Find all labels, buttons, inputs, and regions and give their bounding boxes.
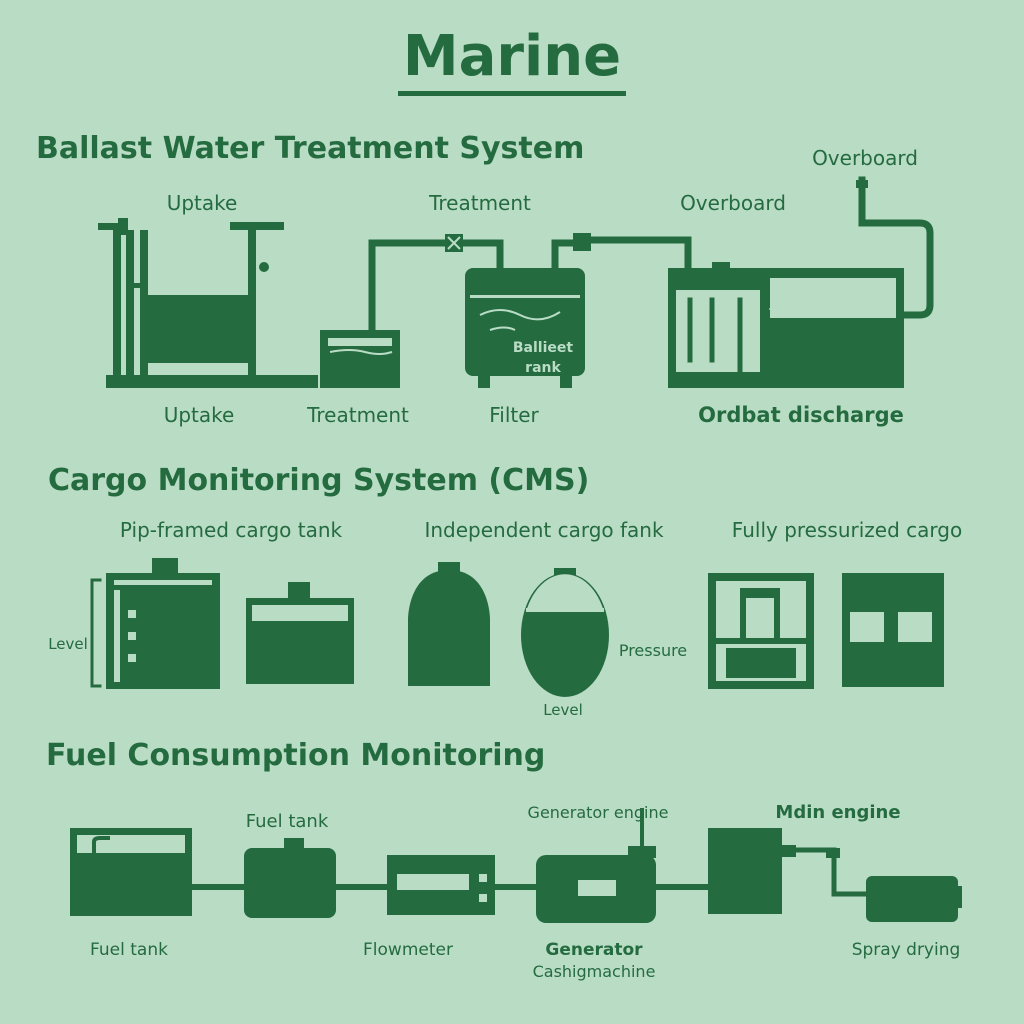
filter-tank: Ballieet rank	[465, 233, 692, 388]
independent-tanks	[408, 562, 609, 697]
fuel-label-generator: Generator	[545, 940, 643, 960]
filter-tank-text-1: Ballieet	[513, 340, 574, 356]
fuel-label-main-engine: Mdin engine	[775, 802, 900, 823]
treatment-tank	[320, 234, 504, 388]
ballast-label-overboard-right: Overboard	[812, 146, 918, 170]
fuel-label-generator-sub: Cashigmachine	[533, 962, 656, 981]
cargo-label-level-left: Level	[48, 635, 88, 653]
fuel-label-flowmeter: Flowmeter	[363, 940, 453, 960]
uptake-tank	[98, 218, 318, 388]
fuel-label-spray-drying: Spray drying	[852, 940, 961, 960]
filter-tank-text-2: rank	[525, 360, 561, 376]
cargo-label-pressure: Pressure	[619, 641, 687, 660]
flowmeter	[387, 855, 495, 915]
title-underline	[398, 91, 626, 96]
ballast-label-overboard-mid: Overboard	[680, 191, 786, 215]
fuel-labels: Fuel tank Generator engine Mdin engine F…	[90, 802, 960, 981]
pip-framed-tanks	[90, 558, 354, 689]
ballast-label-treatment-top: Treatment	[428, 191, 531, 215]
generator-engine	[536, 808, 656, 923]
ballast-label-filter: Filter	[489, 403, 539, 427]
ballast-heading: Ballast Water Treatment System	[36, 131, 584, 166]
ballast-label-discharge: Ordbat discharge	[698, 403, 904, 427]
page-title: Marine	[403, 24, 621, 89]
ballast-label-uptake-top: Uptake	[167, 191, 238, 215]
ballast-label-treatment-bottom: Treatment	[306, 403, 409, 427]
fuel-label-fuel-tank-bottom: Fuel tank	[90, 940, 168, 960]
cargo-label-independent: Independent cargo fank	[424, 518, 664, 542]
ballast-labels: Uptake Treatment Overboard Overboard Upt…	[164, 146, 918, 427]
cargo-label-level-bottom: Level	[543, 701, 583, 719]
fuel-day-tank	[244, 838, 336, 918]
cargo-label-pip-framed: Pip-framed cargo tank	[120, 518, 343, 542]
pressurized-tanks	[708, 573, 944, 689]
discharge-tank	[668, 176, 934, 388]
fuel-storage-tank	[70, 828, 192, 916]
main-engine	[708, 828, 871, 914]
spray-dryer	[866, 876, 962, 922]
cargo-labels: Pip-framed cargo tank Independent cargo …	[48, 518, 962, 719]
fuel-label-fuel-tank-top: Fuel tank	[246, 811, 329, 832]
fuel-label-generator-engine: Generator engine	[528, 803, 669, 822]
ballast-label-uptake-bottom: Uptake	[164, 403, 235, 427]
cargo-heading: Cargo Monitoring System (CMS)	[48, 463, 589, 498]
fuel-heading: Fuel Consumption Monitoring	[46, 738, 545, 773]
cargo-label-fully-pressurized: Fully pressurized cargo	[732, 518, 962, 542]
